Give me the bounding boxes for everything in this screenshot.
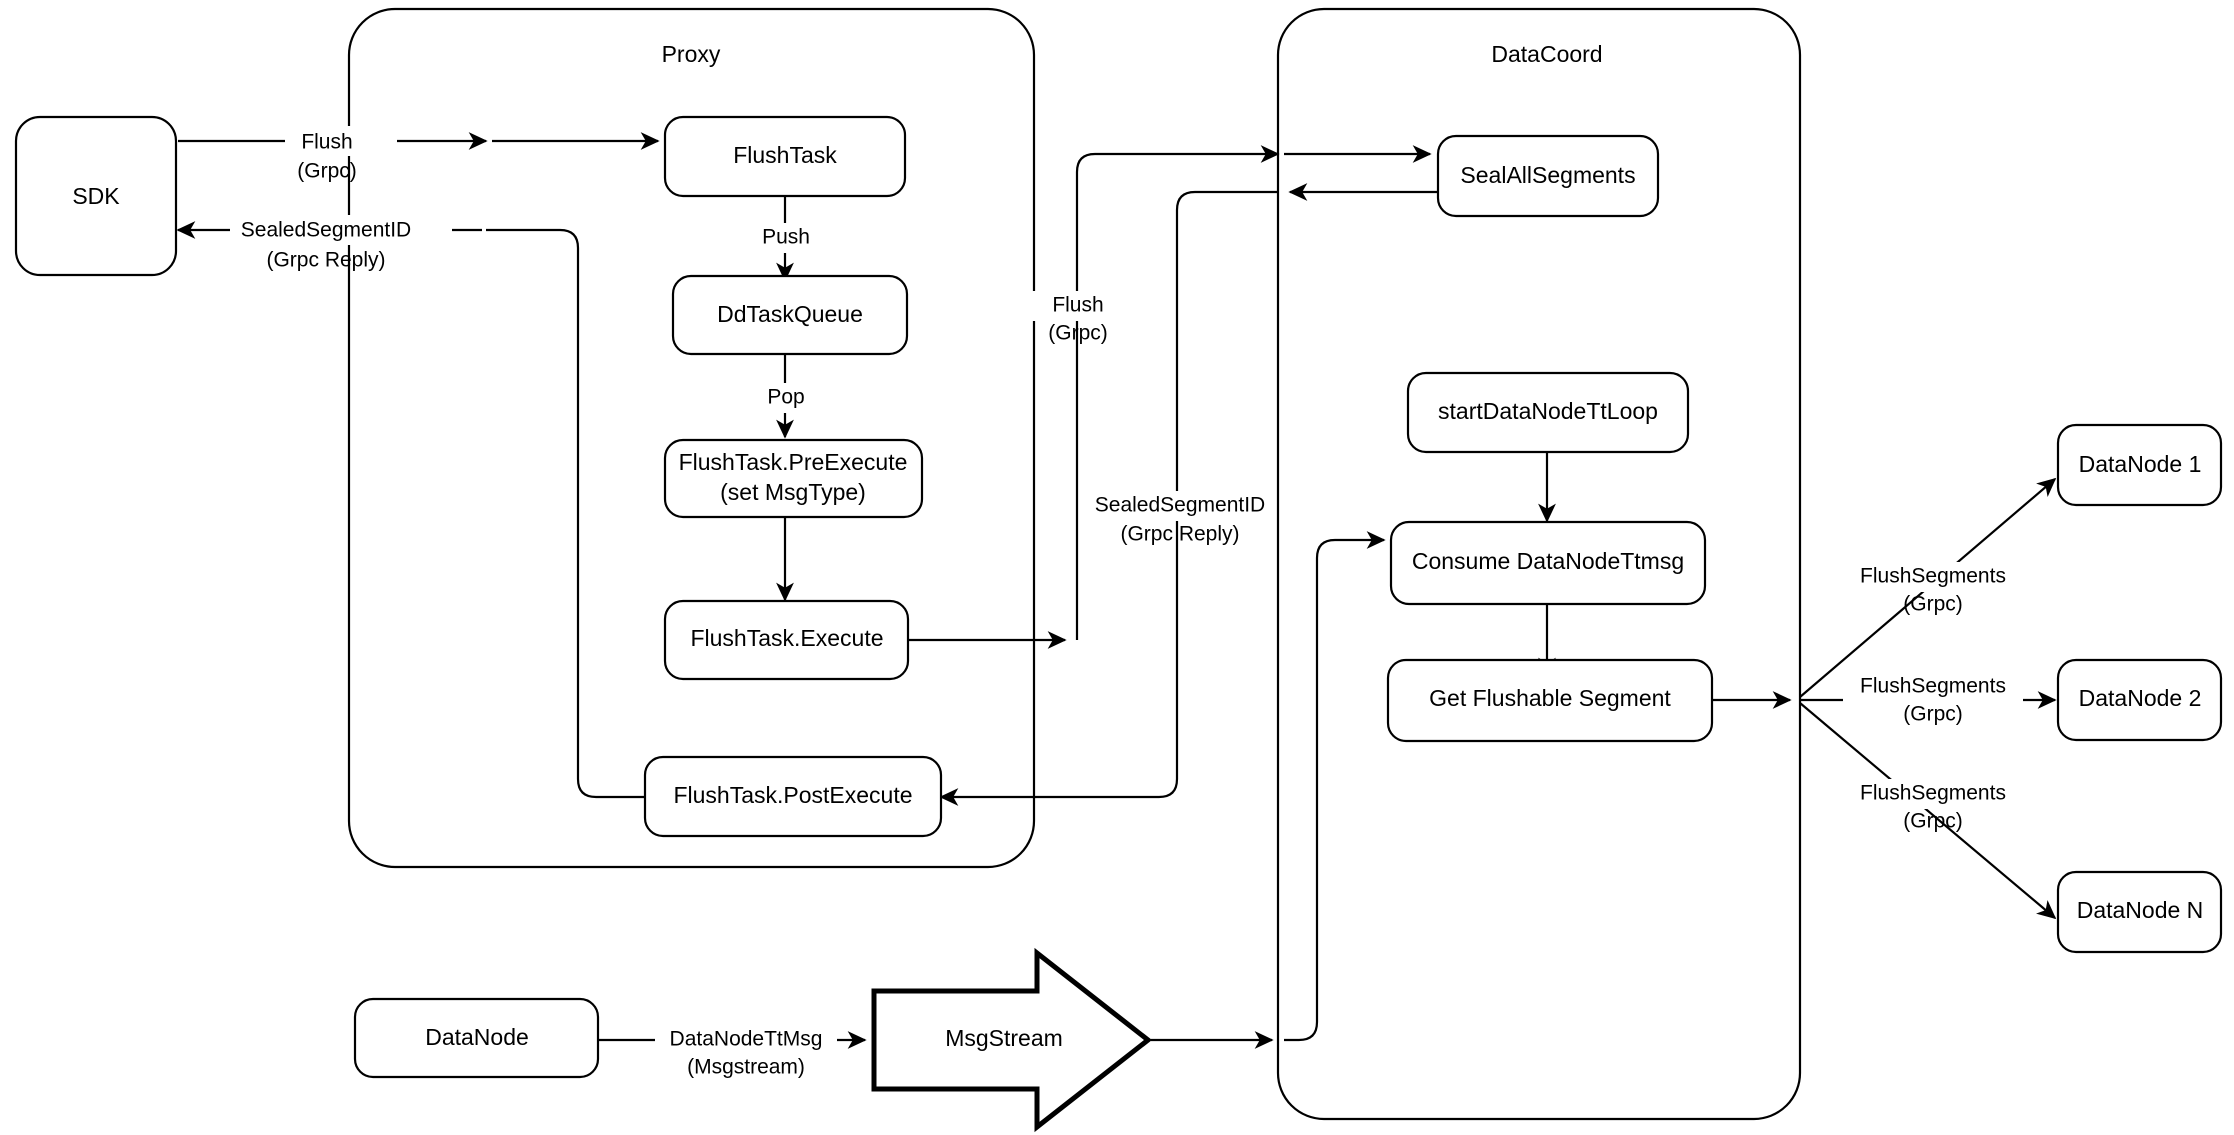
- seal-all-segments-label: SealAllSegments: [1460, 162, 1635, 188]
- label-coord-reply-line1: SealedSegmentID: [1095, 494, 1265, 517]
- execute-rect[interactable]: [663, 599, 910, 681]
- datacoord-container-rect: [1276, 7, 1802, 1121]
- sdk-rect[interactable]: [14, 115, 178, 277]
- label-sealedsegmentid-line1: SealedSegmentID: [241, 219, 411, 242]
- label-coord-flush-line2: (Grpc): [1048, 322, 1108, 345]
- node-flush-task[interactable]: FlushTask: [663, 115, 907, 198]
- label-coord-reply-line2: (Grpc Reply): [1120, 523, 1239, 546]
- label-bg-fs2: [1843, 672, 2023, 702]
- get-flushable-segment-label: Get Flushable Segment: [1429, 685, 1671, 711]
- dd-task-queue-rect[interactable]: [671, 274, 909, 356]
- node-consume-datanode-ttmsg[interactable]: Consume DataNodeTtmsg: [1389, 520, 1707, 606]
- container-datacoord: DataCoord: [1276, 7, 1802, 1121]
- node-sdk[interactable]: SDK: [14, 115, 178, 277]
- edge-label-pop: Pop: [753, 383, 817, 413]
- datanode-bottom-rect[interactable]: [353, 997, 600, 1079]
- label-bg-flush-grpc-2: [1027, 291, 1127, 321]
- node-flushtask-preexecute[interactable]: FlushTask.PreExecute (set MsgType): [663, 438, 924, 519]
- get-flushable-segment-rect[interactable]: [1386, 658, 1714, 743]
- execute-label: FlushTask.Execute: [690, 625, 883, 651]
- label-bg-fsn: [1843, 779, 2023, 809]
- datanode-2-label: DataNode 2: [2079, 685, 2202, 711]
- node-msgstream[interactable]: MsgStream: [871, 947, 1153, 1133]
- datanode-1-rect[interactable]: [2056, 423, 2223, 507]
- label-bg-push: [748, 223, 820, 253]
- edge-label-proxy-to-sdk: SealedSegmentID (Grpc Reply): [230, 215, 452, 272]
- label-bg-pop: [753, 383, 817, 413]
- label-datanode-ttmsg-line2: (Msgstream): [687, 1056, 805, 1079]
- label-sealedsegmentid-line2: (Grpc Reply): [266, 249, 385, 272]
- edge-postexecute-to-reply: [486, 228, 645, 799]
- datanode-n-rect[interactable]: [2056, 870, 2223, 954]
- node-seal-all-segments[interactable]: SealAllSegments: [1436, 134, 1660, 218]
- label-bg-sealed-2: [1087, 491, 1271, 521]
- edge-label-sdk-to-proxy: Flush (Grpc): [285, 126, 397, 183]
- label-datanode-ttmsg-line1: DataNodeTtMsg: [670, 1028, 823, 1051]
- node-flushtask-postexecute[interactable]: FlushTask.PostExecute: [643, 755, 943, 838]
- label-pop: Pop: [767, 386, 804, 409]
- label-bg-ttmsg: [655, 1025, 837, 1055]
- msgstream-arrow-shape[interactable]: [871, 947, 1153, 1133]
- preexecute-label-line1: FlushTask.PreExecute: [679, 449, 908, 475]
- edge-label-flush-segments-1: FlushSegments (Grpc): [1843, 562, 2023, 616]
- edge-label-flush-segments-n: FlushSegments (Grpc): [1843, 779, 2023, 833]
- label-push: Push: [762, 226, 810, 249]
- edge-label-coord-to-proxy-reply: SealedSegmentID (Grpc Reply): [1087, 491, 1271, 546]
- container-proxy: Proxy: [347, 7, 1036, 869]
- edge-flush-channel-to-datacoord: [1075, 145, 1280, 640]
- edge-label-push: Push: [748, 223, 820, 253]
- label-bg-sealed-1: [230, 215, 452, 245]
- label-bg-flush-grpc-1: [285, 126, 397, 156]
- datacoord-container-label: DataCoord: [1491, 41, 1602, 67]
- label-flush-line2: (Grpc): [297, 160, 357, 183]
- edge-label-proxy-to-coord-flush: Flush (Grpc): [1027, 291, 1127, 345]
- dd-task-queue-label: DdTaskQueue: [717, 301, 863, 327]
- msgstream-label: MsgStream: [945, 1025, 1063, 1051]
- postexecute-rect[interactable]: [643, 755, 943, 838]
- seal-all-segments-rect[interactable]: [1436, 134, 1660, 218]
- proxy-container-rect: [347, 7, 1036, 869]
- consume-datanode-ttmsg-rect[interactable]: [1389, 520, 1707, 606]
- sdk-label: SDK: [72, 183, 120, 209]
- label-flushsegments-n-line1: FlushSegments: [1860, 782, 2006, 805]
- node-datanode-n[interactable]: DataNode N: [2056, 870, 2223, 954]
- label-coord-flush-line1: Flush: [1052, 294, 1103, 317]
- datanode-n-label: DataNode N: [2077, 897, 2204, 923]
- edge-label-flush-segments-2: FlushSegments (Grpc): [1843, 672, 2023, 726]
- node-dd-task-queue[interactable]: DdTaskQueue: [671, 274, 909, 356]
- flush-task-label: FlushTask: [733, 142, 837, 168]
- node-datanode-2[interactable]: DataNode 2: [2056, 658, 2223, 742]
- edge-label-datanode-ttmsg: DataNodeTtMsg (Msgstream): [655, 1025, 837, 1079]
- preexecute-rect[interactable]: [663, 438, 924, 519]
- edge-hub-to-datanode-n: [1799, 702, 2057, 920]
- datanode-2-rect[interactable]: [2056, 658, 2223, 742]
- label-flushsegments-1-line2: (Grpc): [1903, 593, 1963, 616]
- datanode-1-label: DataNode 1: [2079, 451, 2202, 477]
- label-flushsegments-1-line1: FlushSegments: [1860, 565, 2006, 588]
- label-flushsegments-n-line2: (Grpc): [1903, 810, 1963, 833]
- node-start-datanode-tt-loop[interactable]: startDataNodeTtLoop: [1406, 371, 1690, 454]
- start-datanode-tt-loop-label: startDataNodeTtLoop: [1438, 398, 1658, 424]
- label-flushsegments-2-line1: FlushSegments: [1860, 675, 2006, 698]
- label-flushsegments-2-line2: (Grpc): [1903, 703, 1963, 726]
- node-get-flushable-segment[interactable]: Get Flushable Segment: [1386, 658, 1714, 743]
- preexecute-label-line2: (set MsgType): [720, 479, 866, 505]
- flush-task-rect[interactable]: [663, 115, 907, 198]
- label-bg-fs1: [1843, 562, 2023, 592]
- node-flushtask-execute[interactable]: FlushTask.Execute: [663, 599, 910, 681]
- consume-datanode-ttmsg-label: Consume DataNodeTtmsg: [1412, 548, 1684, 574]
- start-datanode-tt-loop-rect[interactable]: [1406, 371, 1690, 454]
- postexecute-label: FlushTask.PostExecute: [673, 782, 912, 808]
- edge-datacoordedge-to-consume: [1284, 531, 1386, 1042]
- proxy-container-label: Proxy: [662, 41, 721, 67]
- node-datanode-1[interactable]: DataNode 1: [2056, 423, 2223, 507]
- label-flush-line1: Flush: [301, 131, 352, 154]
- datanode-bottom-label: DataNode: [425, 1024, 529, 1050]
- node-datanode-bottom[interactable]: DataNode: [353, 997, 600, 1079]
